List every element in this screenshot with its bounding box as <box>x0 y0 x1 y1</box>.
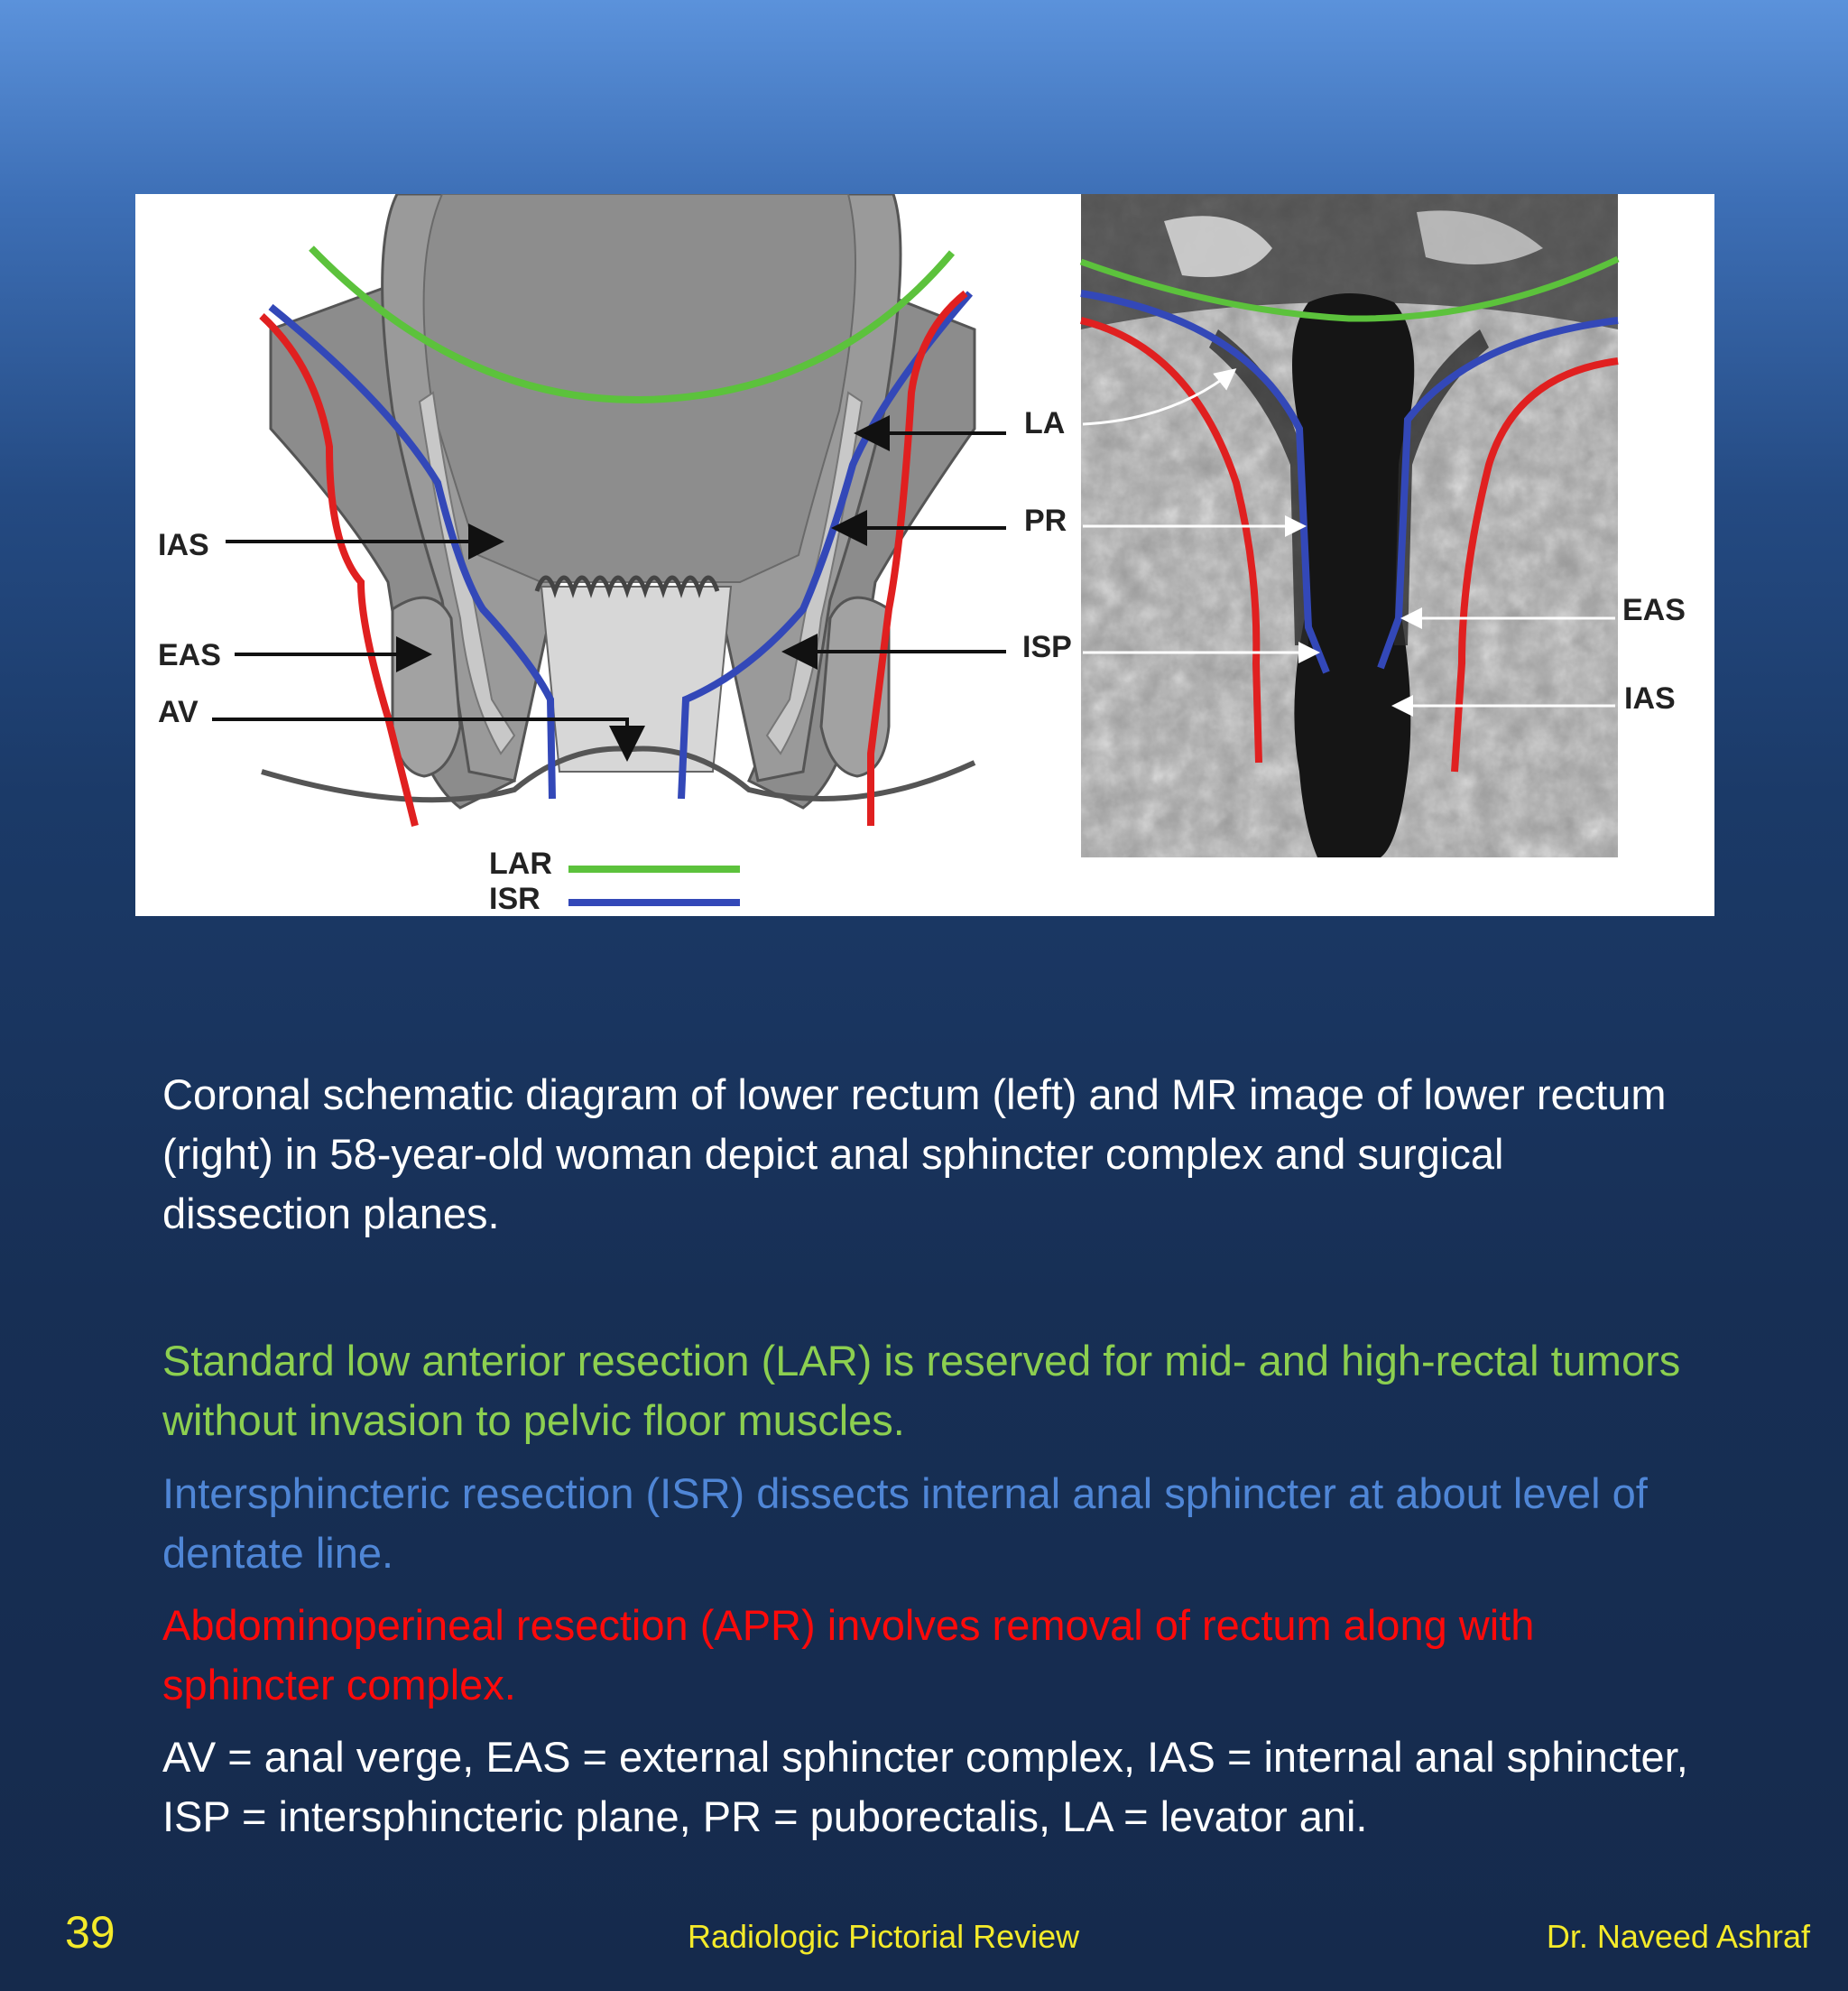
apr-plane-left <box>259 313 419 827</box>
caption-apr: Abdominoperineal resection (APR) involve… <box>162 1601 1535 1709</box>
caption-abbreviations: AV = anal verge, EAS = external sphincte… <box>162 1733 1688 1840</box>
lar-plane-line <box>309 245 956 404</box>
label-pr: PR <box>1024 504 1067 538</box>
dentate-line <box>534 575 720 598</box>
mr-anal-canal <box>1292 293 1415 857</box>
mr-apr-plane-right <box>1451 357 1619 773</box>
label-av: AV <box>158 695 199 729</box>
mr-image: EAS IAS <box>1079 194 1686 857</box>
anatomy-figure: IAS EAS AV LA PR ISP LAR ISR <box>135 194 1714 916</box>
mr-apr-plane-left <box>1080 317 1262 764</box>
mr-isr-plane-right <box>1377 317 1619 670</box>
label-ias-left: IAS <box>158 528 209 562</box>
caption-lar: Standard low anterior resection (LAR) is… <box>162 1337 1681 1444</box>
mr-arrow-la <box>1082 368 1237 426</box>
label-eas-left: EAS <box>158 638 221 672</box>
label-ias-right: IAS <box>1624 681 1676 716</box>
mr-isr-plane-left <box>1080 290 1330 674</box>
caption-description: Coronal schematic diagram of lower rectu… <box>162 1070 1667 1237</box>
rectal-lumen <box>422 194 856 583</box>
label-isp: ISP <box>1022 630 1072 664</box>
caption-isr: Intersphincteric resection (ISR) dissect… <box>162 1469 1648 1577</box>
figure-svg: IAS EAS AV LA PR ISP LAR ISR <box>158 194 1686 916</box>
label-la: LA <box>1024 406 1065 440</box>
footer-author: Dr. Naveed Ashraf <box>1546 1918 1810 1955</box>
legend-isr-label: ISR <box>489 882 541 916</box>
mr-lar-plane <box>1079 255 1620 322</box>
left-eas-lobe <box>391 596 462 778</box>
legend-lar-label: LAR <box>489 847 552 881</box>
anal-canal <box>540 586 733 773</box>
isr-plane-left <box>268 303 556 800</box>
footer-title: Radiologic Pictorial Review <box>688 1918 1080 1955</box>
schematic-diagram: IAS EAS AV LA PR ISP LAR ISR <box>158 194 1072 916</box>
apr-plane-right <box>867 290 968 826</box>
left-ias-band <box>418 391 516 755</box>
label-eas-right: EAS <box>1622 593 1686 627</box>
slide-number: 39 <box>65 1907 116 1958</box>
arrow-av <box>212 718 645 762</box>
